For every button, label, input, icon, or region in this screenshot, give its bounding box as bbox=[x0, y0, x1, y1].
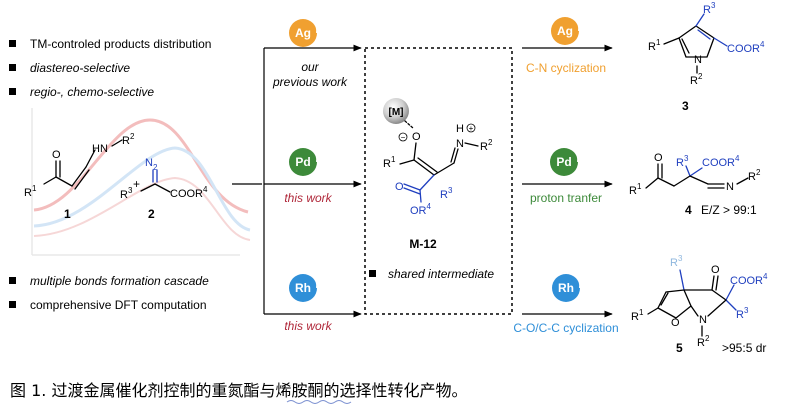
svg-text:−: − bbox=[401, 133, 406, 142]
ag-catalyst-badge-right: Ag bbox=[551, 17, 581, 45]
previous-work-label: previous work bbox=[272, 75, 348, 89]
svg-text:Ag: Ag bbox=[295, 26, 311, 40]
svg-text:Rh: Rh bbox=[295, 281, 311, 295]
previous-work-label: our bbox=[301, 60, 319, 74]
svg-text:R3: R3 bbox=[703, 1, 716, 16]
feature-item: comprehensive DFT computation bbox=[30, 298, 207, 312]
svg-text:R3: R3 bbox=[120, 186, 133, 201]
svg-text:COOR4: COOR4 bbox=[702, 154, 740, 169]
bottom-feature-list: multiple bonds formation cascade compreh… bbox=[9, 274, 209, 312]
compound-4-selectivity: E/Z > 99:1 bbox=[701, 203, 757, 217]
svg-text:O: O bbox=[395, 181, 404, 193]
compound-5-label: 5 bbox=[676, 341, 683, 355]
svg-text:O: O bbox=[654, 152, 663, 164]
svg-text:R1: R1 bbox=[631, 308, 644, 323]
svg-text:R2: R2 bbox=[122, 132, 135, 147]
svg-text:N: N bbox=[699, 314, 707, 326]
svg-text:N: N bbox=[456, 138, 464, 150]
intermediate-m12-structure: [M] O − R1 N H + R2 R3 O OR4 bbox=[383, 98, 493, 217]
compound-2-structure: N2 R3 COOR4 bbox=[120, 157, 208, 201]
ag-catalyst-badge-left: Ag bbox=[289, 19, 319, 47]
svg-text:N: N bbox=[694, 54, 702, 66]
svg-text:HN: HN bbox=[92, 143, 108, 155]
svg-text:Ag: Ag bbox=[557, 24, 573, 38]
svg-text:R3: R3 bbox=[676, 154, 689, 169]
intermediate-label: M-12 bbox=[409, 237, 437, 251]
compound-3-structure: R3 R1 N R2 COOR4 bbox=[648, 1, 765, 87]
product-arrows bbox=[522, 44, 613, 318]
svg-text:R1: R1 bbox=[383, 155, 396, 170]
feature-item: regio-, chemo-selective bbox=[30, 85, 154, 99]
energy-profile-background bbox=[31, 108, 251, 256]
svg-text:O: O bbox=[52, 149, 61, 161]
svg-text:R1: R1 bbox=[24, 184, 37, 199]
svg-text:R3: R3 bbox=[440, 186, 453, 201]
svg-text:H: H bbox=[456, 123, 464, 135]
svg-text:[M]: [M] bbox=[389, 107, 404, 118]
svg-text:N: N bbox=[726, 181, 734, 193]
svg-text:R2: R2 bbox=[480, 138, 493, 153]
svg-text:R2: R2 bbox=[748, 168, 761, 183]
svg-text:COOR4: COOR4 bbox=[730, 272, 768, 287]
this-work-label-pd: this work bbox=[284, 191, 332, 205]
feature-item: multiple bonds formation cascade bbox=[30, 274, 209, 288]
branch-arrows bbox=[232, 44, 362, 318]
reaction-label-ag: C-N cyclization bbox=[526, 61, 606, 75]
svg-text:Pd: Pd bbox=[295, 155, 310, 169]
plus-sign: + bbox=[133, 177, 140, 191]
compound-1-structure: O R1 HN R2 bbox=[24, 132, 135, 199]
svg-text:+: + bbox=[469, 124, 474, 133]
pd-catalyst-badge-right: Pd bbox=[550, 148, 580, 176]
svg-text:N2: N2 bbox=[145, 157, 158, 172]
svg-text:OR4: OR4 bbox=[410, 202, 432, 217]
svg-text:R2: R2 bbox=[690, 72, 703, 87]
caption-underline bbox=[286, 400, 352, 404]
rh-catalyst-badge-left: Rh bbox=[289, 274, 319, 302]
svg-text:COOR4: COOR4 bbox=[727, 40, 765, 55]
svg-text:O: O bbox=[671, 317, 680, 329]
svg-text:COOR4: COOR4 bbox=[170, 185, 208, 200]
svg-text:R3: R3 bbox=[736, 306, 749, 321]
pd-catalyst-badge-left: Pd bbox=[289, 148, 319, 176]
svg-text:R1: R1 bbox=[629, 182, 642, 197]
feature-item: TM-controled products distribution bbox=[30, 37, 211, 51]
compound-4-label: 4 bbox=[685, 203, 692, 217]
svg-text:Rh: Rh bbox=[558, 281, 574, 295]
figure-caption: 图 1. 过渡金属催化剂控制的重氮酯与烯胺酮的选择性转化产物。 bbox=[10, 381, 467, 400]
rh-catalyst-badge-right: Rh bbox=[552, 274, 582, 302]
this-work-label-rh: this work bbox=[284, 319, 332, 333]
reaction-label-pd: proton tranfer bbox=[530, 191, 602, 205]
svg-text:R2: R2 bbox=[697, 334, 710, 349]
compound-5-structure: R1 O R3 O COOR4 R3 N R2 bbox=[631, 254, 768, 349]
feature-list: TM-controled products distribution diast… bbox=[9, 37, 211, 99]
svg-text:R1: R1 bbox=[648, 38, 661, 53]
feature-item: diastereo-selective bbox=[30, 61, 130, 75]
intermediate-box bbox=[364, 47, 513, 315]
reaction-label-rh: C-O/C-C cyclization bbox=[513, 321, 618, 335]
compound-1-label: 1 bbox=[64, 207, 71, 221]
compound-2-label: 2 bbox=[148, 207, 155, 221]
svg-text:Pd: Pd bbox=[556, 155, 571, 169]
svg-text:O: O bbox=[412, 131, 421, 143]
compound-4-structure: R1 O R3 COOR4 N R2 bbox=[629, 152, 761, 197]
compound-3-label: 3 bbox=[682, 99, 689, 113]
svg-text:O: O bbox=[711, 264, 720, 276]
svg-text:R3: R3 bbox=[670, 254, 683, 269]
shared-intermediate-note: shared intermediate bbox=[388, 267, 494, 281]
compound-5-selectivity: >95:5 dr bbox=[722, 341, 766, 355]
